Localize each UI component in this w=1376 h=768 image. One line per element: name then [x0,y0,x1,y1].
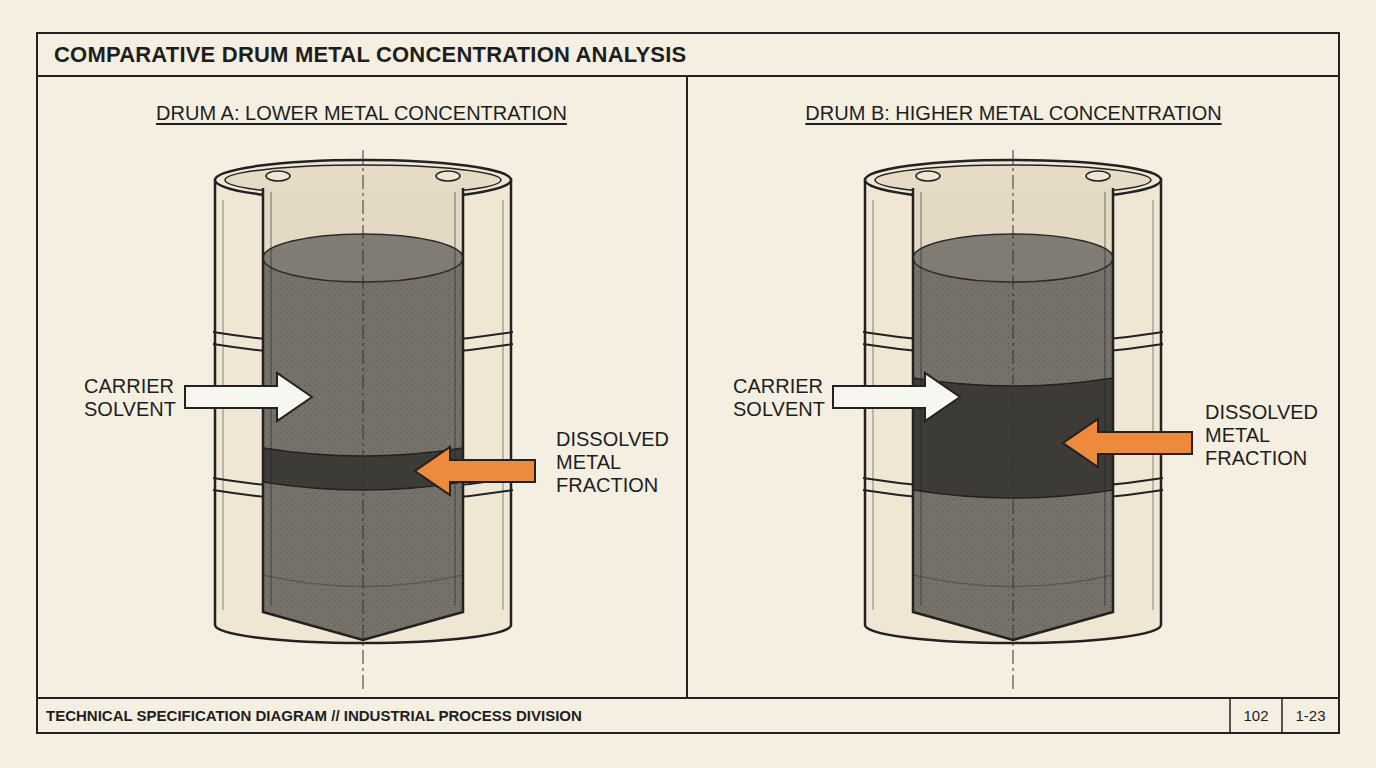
drum-a [213,150,513,690]
callout-label: CARRIER SOLVENT [733,375,825,421]
outer-frame [37,33,1339,733]
metal-arrow [415,447,535,495]
callout-label: CARRIER SOLVENT [84,375,176,421]
diagram-title: COMPARATIVE DRUM METAL CONCENTRATION ANA… [54,42,686,68]
metal-arrow [1063,419,1192,467]
revision-number: 1-23 [1282,707,1339,724]
callout-label: DISSOLVED METAL FRACTION [556,428,669,497]
drum-b [863,150,1163,690]
sheet-number: 102 [1230,707,1282,724]
cell-divider [1229,698,1231,733]
center-line [1013,150,1014,690]
callout-label: DISSOLVED METAL FRACTION [1205,401,1318,470]
solvent-arrow [833,373,960,421]
solvent-arrow [185,373,312,421]
footer-rule [37,697,1339,699]
panel-heading: DRUM B: HIGHER METAL CONCENTRATION [688,102,1339,125]
center-line [363,150,364,690]
panel-heading: DRUM A: LOWER METAL CONCENTRATION [37,102,686,125]
footer-text: TECHNICAL SPECIFICATION DIAGRAM // INDUS… [46,707,582,724]
cell-divider [1281,698,1283,733]
